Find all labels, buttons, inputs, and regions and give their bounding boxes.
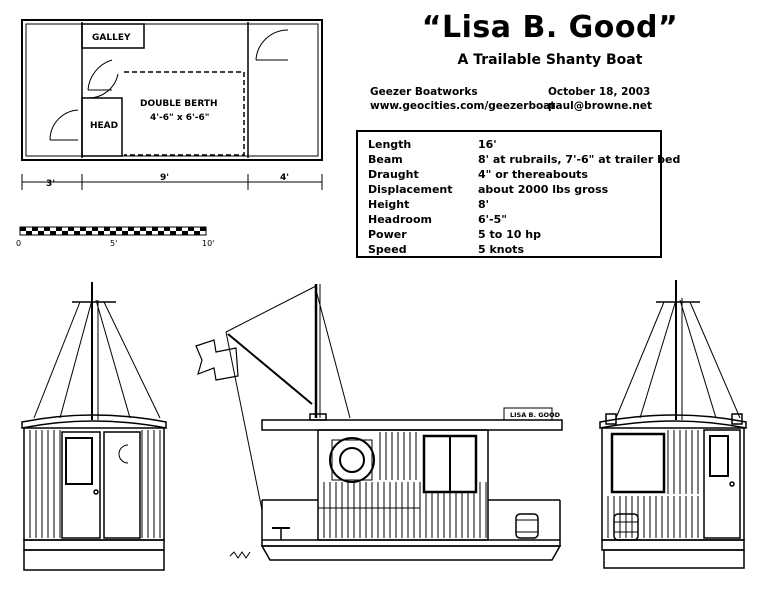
scale-end: 10' <box>202 239 214 248</box>
dim-left: 3' <box>46 179 55 189</box>
galley-label: GALLEY <box>92 33 131 43</box>
scale-bar: 0 5' 10' <box>16 226 214 248</box>
flag-icon <box>195 339 239 381</box>
plan-date: October 18, 2003 <box>548 86 651 98</box>
dim-middle: 9' <box>160 173 169 183</box>
dimension-line: 3' 9' 4' <box>21 173 323 190</box>
side-elevation: LISA B. GOOD <box>195 284 563 561</box>
scale-mid: 5' <box>110 239 117 248</box>
berth-size-label: 4'-6" x 6'-6" <box>150 113 209 123</box>
moon-icon <box>118 444 129 464</box>
floor-plan: GALLEY DOUBLE BERTH 4'-6" x 6'-6" HEAD <box>21 19 323 161</box>
dim-right: 4' <box>280 173 289 183</box>
barrel-icon <box>515 513 539 539</box>
page-title: “Lisa B. Good” <box>421 10 679 45</box>
life-ring-icon <box>329 437 375 483</box>
builder-website: www.geocities.com/geezerboat <box>370 100 556 112</box>
nameplate-text: LISA B. GOOD <box>510 411 561 419</box>
stern-elevation <box>599 280 747 569</box>
page-subtitle: A Trailable Shanty Boat <box>457 52 643 68</box>
berth-label: DOUBLE BERTH <box>140 99 218 109</box>
contact-email: paul@browne.net <box>548 100 652 112</box>
builder-name: Geezer Boatworks <box>370 86 478 98</box>
head-label: HEAD <box>90 121 118 131</box>
bow-elevation <box>21 282 167 571</box>
scale-start: 0 <box>16 239 21 248</box>
